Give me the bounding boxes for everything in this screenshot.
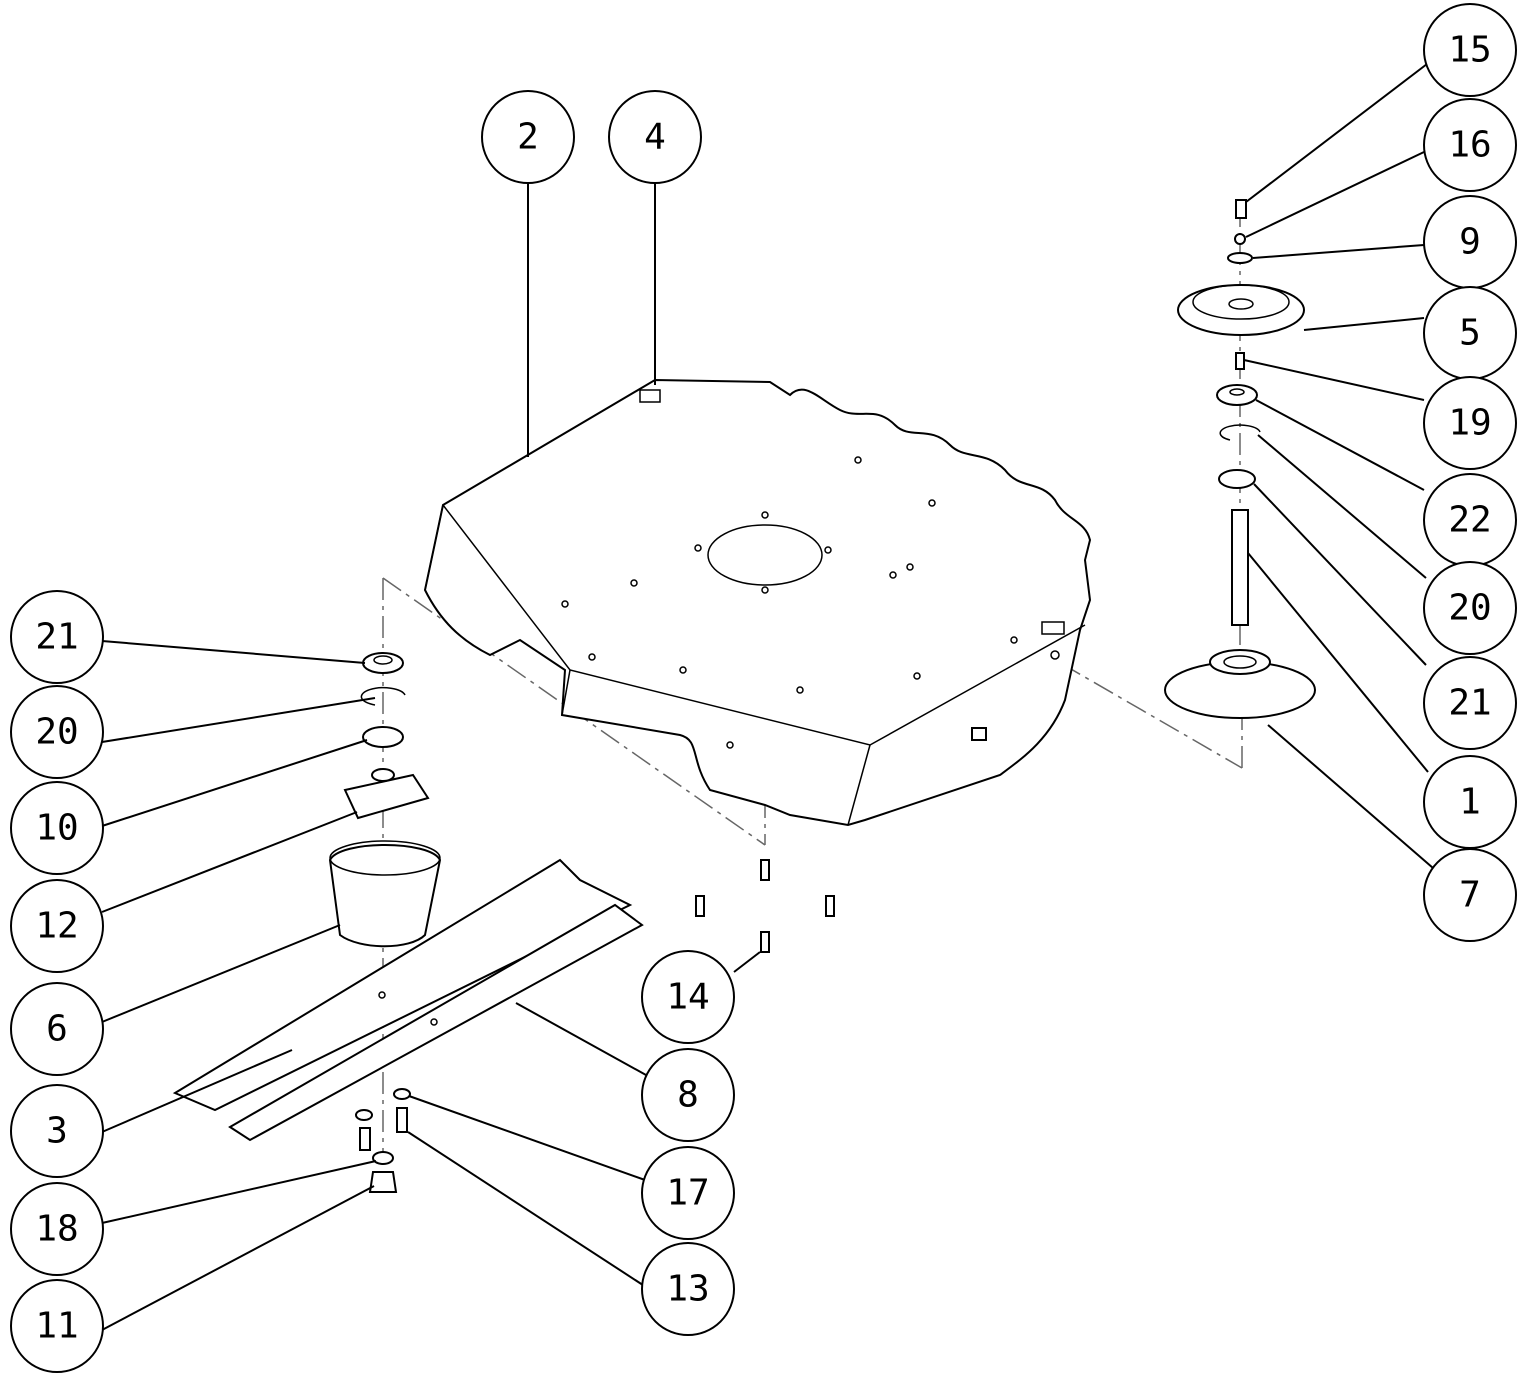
callout-13: 13 bbox=[641, 1242, 735, 1336]
svg-text:12: 12 bbox=[35, 906, 78, 947]
mower-deck-housing bbox=[423, 378, 1092, 827]
callout-18: 18 bbox=[10, 1182, 104, 1276]
svg-text:9: 9 bbox=[1459, 222, 1481, 263]
callout-12: 12 bbox=[10, 879, 104, 973]
callout-7: 7 bbox=[1423, 848, 1517, 942]
svg-text:20: 20 bbox=[35, 712, 78, 753]
callout-1: 1 bbox=[1423, 755, 1517, 849]
svg-text:10: 10 bbox=[35, 808, 78, 849]
deck-bolts bbox=[695, 859, 835, 953]
svg-text:8: 8 bbox=[677, 1075, 699, 1116]
svg-text:15: 15 bbox=[1448, 30, 1491, 71]
callout-6: 6 bbox=[10, 982, 104, 1076]
callout-14: 14 bbox=[641, 950, 735, 1044]
svg-text:16: 16 bbox=[1448, 125, 1491, 166]
callout-10: 10 bbox=[10, 781, 104, 875]
callout-22: 22 bbox=[1423, 473, 1517, 567]
callout-20: 20 bbox=[1423, 561, 1517, 655]
callout-17: 17 bbox=[641, 1146, 735, 1240]
callout-4: 4 bbox=[608, 90, 702, 184]
svg-text:14: 14 bbox=[666, 977, 709, 1018]
svg-text:5: 5 bbox=[1459, 313, 1481, 354]
callout-11: 11 bbox=[10, 1279, 104, 1373]
callout-21-left: 21 bbox=[10, 590, 104, 684]
callout-19: 19 bbox=[1423, 376, 1517, 470]
callout-9: 9 bbox=[1423, 195, 1517, 289]
svg-text:17: 17 bbox=[666, 1173, 709, 1214]
svg-text:20: 20 bbox=[1448, 588, 1491, 629]
svg-text:7: 7 bbox=[1459, 875, 1481, 916]
svg-text:4: 4 bbox=[644, 117, 666, 158]
callout-2: 2 bbox=[481, 90, 575, 184]
svg-text:22: 22 bbox=[1448, 500, 1491, 541]
svg-text:21: 21 bbox=[35, 617, 78, 658]
callouts: 2 4 15 16 9 5 19 22 20 21 1 7 21 20 10 1… bbox=[10, 3, 1517, 1373]
svg-text:18: 18 bbox=[35, 1209, 78, 1250]
blade-assembly-left bbox=[172, 652, 644, 1193]
svg-text:3: 3 bbox=[46, 1111, 68, 1152]
svg-text:6: 6 bbox=[46, 1009, 68, 1050]
callout-3: 3 bbox=[10, 1084, 104, 1178]
svg-text:13: 13 bbox=[666, 1269, 709, 1310]
spindle-parts-right bbox=[1164, 199, 1316, 719]
callout-21: 21 bbox=[1423, 656, 1517, 750]
callout-16: 16 bbox=[1423, 98, 1517, 192]
callout-5: 5 bbox=[1423, 286, 1517, 380]
callout-15: 15 bbox=[1423, 3, 1517, 97]
callout-8: 8 bbox=[641, 1048, 735, 1142]
svg-text:2: 2 bbox=[517, 117, 539, 158]
callout-20-left: 20 bbox=[10, 685, 104, 779]
svg-text:1: 1 bbox=[1459, 782, 1481, 823]
svg-text:19: 19 bbox=[1448, 403, 1491, 444]
svg-text:21: 21 bbox=[1448, 683, 1491, 724]
svg-text:11: 11 bbox=[35, 1306, 78, 1347]
leader-lines bbox=[101, 63, 1434, 1331]
